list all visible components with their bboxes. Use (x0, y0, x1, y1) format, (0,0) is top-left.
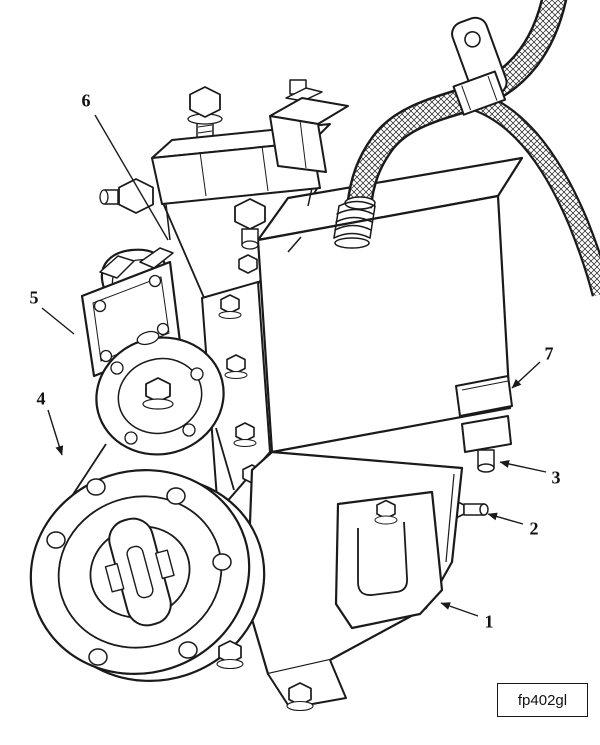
bottom-bolts (216, 640, 314, 712)
callout-5: 5 (29, 287, 39, 308)
leader-6 (94, 114, 169, 241)
leader-2 (487, 512, 524, 525)
front-cover (71, 330, 235, 497)
callout-2: 2 (529, 518, 539, 539)
leader-1 (440, 602, 479, 617)
drive-flange (29, 469, 266, 682)
hose-clamp-bracket (451, 16, 508, 116)
right-side-fittings (445, 375, 513, 520)
callout-1: 1 (484, 611, 494, 632)
callout-3: 3 (551, 467, 561, 488)
control-module-box (256, 156, 524, 454)
leader-5 (41, 307, 75, 335)
shutoff-valve-assembly (99, 79, 349, 250)
callout-7: 7 (544, 343, 554, 364)
leader-3 (499, 460, 547, 473)
support-bracket (334, 490, 444, 630)
callout-4: 4 (36, 388, 46, 409)
leader-4 (47, 409, 64, 456)
figure-code: fp402gl (517, 691, 568, 709)
braided-supply-hose (346, 0, 600, 297)
figure-code-box: fp402gl (497, 683, 588, 717)
callout-6: 6 (81, 90, 91, 111)
callout-leaders (41, 114, 547, 617)
corrugated-conduit (333, 196, 376, 249)
gear-pump-housing (201, 254, 271, 513)
leader-7 (511, 361, 541, 389)
